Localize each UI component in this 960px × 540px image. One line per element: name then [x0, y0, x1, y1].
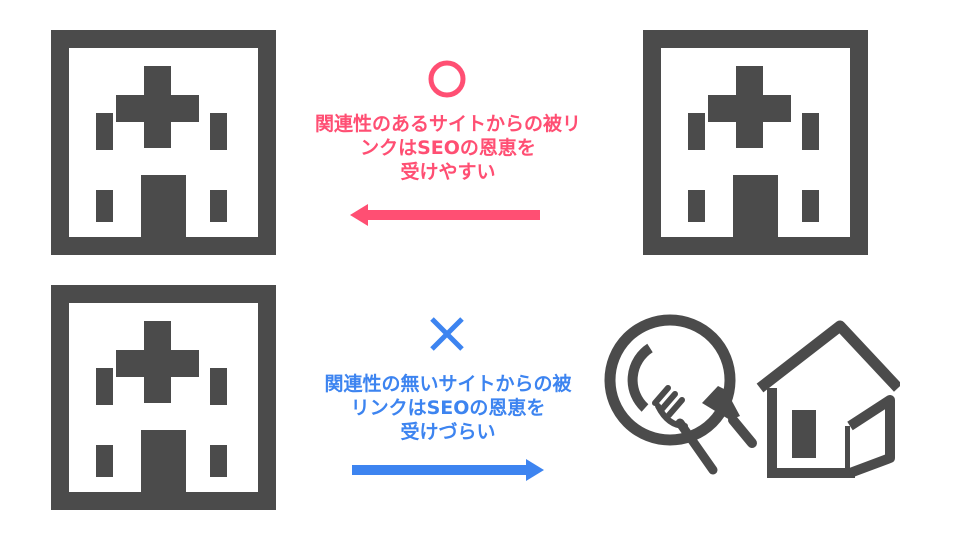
hospital-icon [51, 285, 276, 510]
hospital-icon [643, 30, 868, 255]
related-backlink-caption: 関連性のあるサイトからの被リ ンクはSEOの恩恵を 受けやすい [314, 113, 581, 183]
plate-icon [604, 314, 736, 446]
arrow-right-icon [352, 459, 544, 481]
fork-icon [652, 385, 718, 475]
circle-mark [428, 60, 466, 98]
arrow-left-icon [350, 204, 540, 226]
hospital-icon [51, 30, 276, 255]
restaurant-icon [604, 314, 900, 478]
house-icon [756, 320, 900, 478]
unrelated-backlink-caption: 関連性の無いサイトからの被 リンクはSEOの恩恵を 受けづらい [324, 373, 572, 443]
cross-mark [430, 317, 464, 351]
knife-icon [702, 386, 757, 448]
